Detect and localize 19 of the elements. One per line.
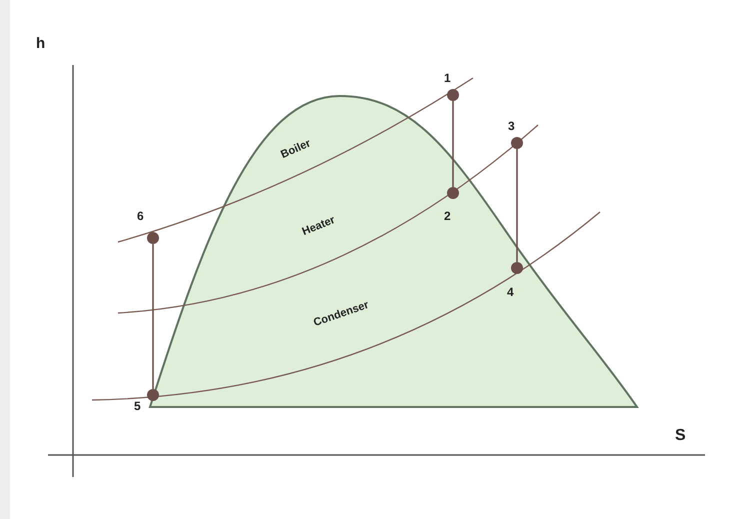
axis-label: S [675, 428, 686, 444]
process-line [452, 101, 454, 187]
state-point [444, 72, 459, 101]
point-number: 3 [508, 120, 515, 133]
state-point [444, 187, 459, 223]
curve-label: Heater [300, 214, 337, 238]
state-point [134, 389, 159, 413]
point-number: 6 [137, 210, 144, 223]
process-line [516, 149, 518, 262]
point-number: 2 [444, 210, 451, 223]
state-point [508, 120, 523, 149]
state-point [137, 210, 159, 244]
axis-label: h [36, 36, 46, 51]
point-number: 5 [134, 400, 141, 413]
point-number: 1 [444, 72, 451, 85]
state-point [507, 262, 523, 299]
point-number: 4 [507, 286, 514, 299]
process-line [152, 244, 154, 389]
curve-label: Boiler [280, 138, 312, 161]
